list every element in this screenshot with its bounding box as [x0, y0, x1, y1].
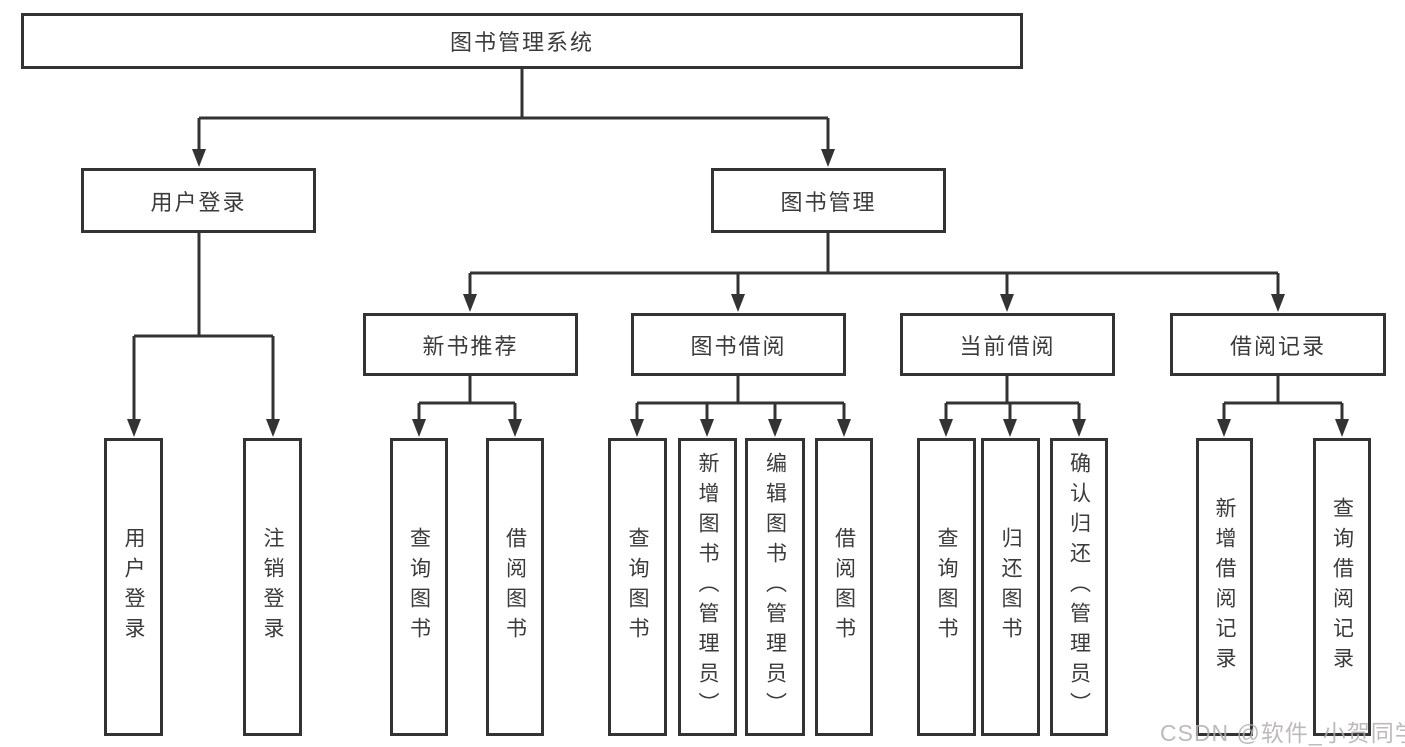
node-user-login: 用户登录: [81, 168, 316, 233]
leaf-return-books: 归还图书: [981, 438, 1040, 736]
leaf-query-borrow-record-label: 查询借阅记录: [1330, 497, 1354, 677]
leaf-borrow-books: 借阅图书: [815, 438, 873, 736]
leaf-user-login: 用户登录: [104, 438, 163, 736]
node-current-borrow: 当前借阅: [900, 313, 1115, 376]
node-user-login-label: 用户登录: [150, 189, 247, 215]
leaf-user-login-label: 用户登录: [122, 527, 145, 647]
node-new-book-recommend: 新书推荐: [363, 313, 578, 376]
leaf-add-borrow-record-label: 新增借阅记录: [1213, 497, 1236, 677]
leaf-query-books-recommend-label: 查询图书: [407, 527, 431, 647]
csdn-watermark: CSDN @软件_小贺同学: [1160, 720, 1405, 746]
node-new-book-recommend-label: 新书推荐: [422, 333, 519, 359]
arrowheads: [127, 149, 1349, 437]
leaf-confirm-return-admin: 确认归还（管理员）: [1050, 438, 1108, 736]
leaf-borrow-books-recommend: 借阅图书: [486, 438, 544, 736]
node-book-borrow-label: 图书借阅: [690, 333, 787, 359]
leaf-add-borrow-record: 新增借阅记录: [1196, 438, 1253, 736]
leaf-confirm-return-admin-label: 确认归还（管理员）: [1067, 452, 1091, 722]
leaf-query-books-borrow: 查询图书: [608, 438, 667, 736]
connector-borrow-records-split: [1222, 376, 1344, 421]
connector-current-borrow-split: [944, 376, 1081, 421]
connector-root-split: [197, 69, 830, 151]
leaf-query-books-borrow-label: 查询图书: [626, 527, 649, 647]
node-root-label: 图书管理系统: [449, 30, 594, 55]
leaf-logout-label: 注销登录: [261, 527, 284, 647]
connector-book-borrow-split: [635, 376, 846, 421]
connector-user-login-split: [132, 233, 275, 421]
node-current-borrow-label: 当前借阅: [959, 333, 1056, 359]
node-borrow-records: 借阅记录: [1170, 313, 1386, 376]
leaf-edit-books-admin: 编辑图书（管理员）: [745, 438, 805, 736]
leaf-logout: 注销登录: [243, 438, 302, 736]
leaf-edit-books-admin-label: 编辑图书（管理员）: [763, 452, 787, 722]
leaf-add-books-admin-label: 新增图书（管理员）: [696, 452, 719, 722]
node-borrow-records-label: 借阅记录: [1229, 333, 1326, 359]
leaf-query-books-current-label: 查询图书: [935, 527, 958, 647]
node-book-management-label: 图书管理: [780, 189, 877, 215]
leaf-borrow-books-recommend-label: 借阅图书: [503, 527, 527, 647]
leaf-query-books-current: 查询图书: [917, 438, 976, 736]
leaf-query-borrow-record: 查询借阅记录: [1313, 438, 1371, 736]
node-book-borrow: 图书借阅: [631, 313, 846, 376]
leaf-return-books-label: 归还图书: [999, 527, 1022, 647]
leaf-query-books-recommend: 查询图书: [390, 438, 448, 736]
node-book-management: 图书管理: [711, 168, 946, 233]
leaf-borrow-books-label: 借阅图书: [832, 527, 856, 647]
connector-new-book-split: [417, 376, 517, 421]
node-root: 图书管理系统: [21, 13, 1023, 69]
connector-book-management-split: [468, 233, 1280, 296]
leaf-add-books-admin: 新增图书（管理员）: [678, 438, 737, 736]
